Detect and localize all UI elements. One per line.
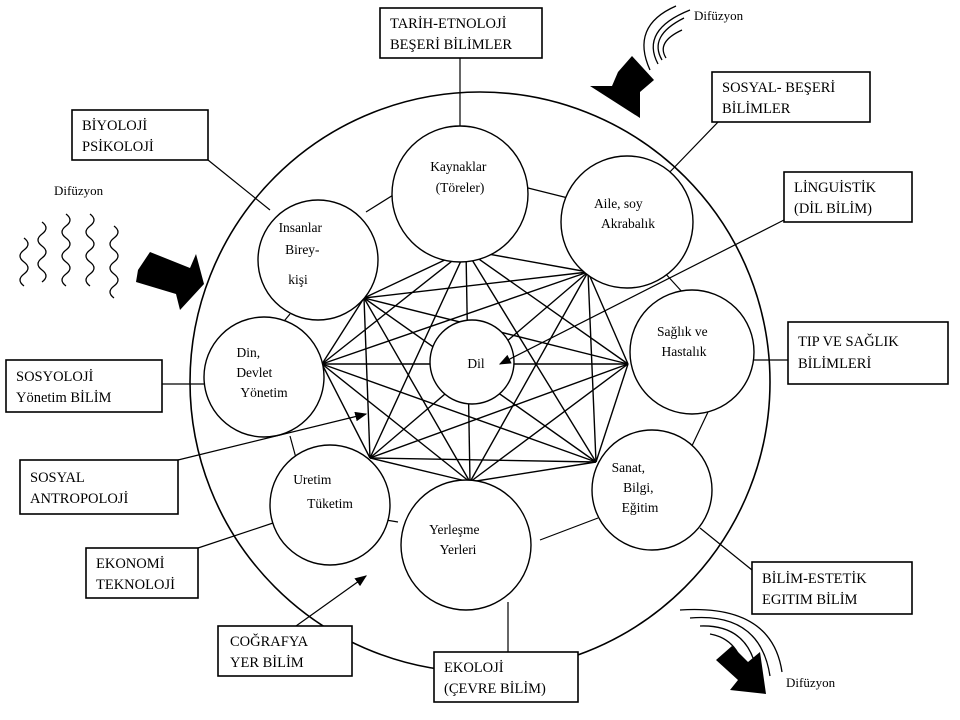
connector-sosyal-beseri — [665, 119, 721, 177]
nodes — [203, 125, 755, 611]
mesh-line — [363, 297, 371, 459]
mesh-line — [587, 271, 629, 365]
box-ekoloji: EKOLOJİ(ÇEVRE BİLİM) — [433, 651, 579, 703]
diffusion-arrow-icon — [716, 646, 766, 694]
node-label-aile: Aile, soy Akrabalık — [594, 196, 655, 231]
mesh-line — [469, 363, 629, 483]
diffusion-arrow-icon — [136, 252, 204, 310]
node-uretim — [269, 444, 391, 566]
node-kaynaklar — [391, 125, 529, 263]
diffusion-wave — [689, 616, 771, 677]
diffusion-wave — [679, 608, 783, 673]
svg-text:LİNGUİSTİK(DİL BİLİM): LİNGUİSTİK(DİL BİLİM) — [794, 180, 877, 217]
link-kaynaklar-aile — [527, 187, 569, 199]
node-sanat — [591, 429, 713, 551]
node-saglik — [629, 289, 755, 415]
mesh-line — [363, 297, 471, 483]
mesh-line — [369, 363, 629, 459]
mesh-line — [369, 249, 467, 459]
link-din-uretim — [289, 435, 297, 459]
diffusion-wave — [657, 17, 685, 61]
connector-bilim-estetik — [699, 527, 753, 571]
mesh-line — [321, 363, 471, 483]
pointer-arrows — [177, 219, 785, 627]
node-insanlar — [257, 199, 379, 321]
mesh-line — [469, 271, 589, 483]
node-label-uretim: Uretim Tüketim — [293, 472, 353, 511]
mesh-line — [369, 457, 471, 483]
mesh-line — [321, 297, 365, 365]
diffusion-arrow-icon — [590, 56, 654, 118]
diffusion-top-right: Difüzyon — [590, 5, 744, 118]
node-label-din: Din, Devlet Yönetim — [236, 345, 288, 400]
node-label-kaynaklar: Kaynaklar (Töreler) — [430, 159, 490, 195]
diffusion-left: Difüzyon — [19, 183, 204, 310]
diffusion-wave — [37, 221, 47, 283]
mesh-line — [369, 457, 597, 463]
connectors — [162, 58, 788, 652]
arrow-cografya — [295, 575, 367, 627]
diffusion-wave — [109, 225, 119, 299]
node-din — [203, 316, 325, 438]
svg-text:EKOLOJİ(ÇEVRE BİLİM): EKOLOJİ(ÇEVRE BİLİM) — [444, 660, 546, 697]
diffusion-wave — [61, 213, 71, 287]
mesh-line — [469, 461, 597, 483]
diffusion-bottom-right: Difüzyon — [679, 608, 836, 694]
mesh-line — [321, 363, 371, 459]
diffusion-wave — [643, 5, 677, 71]
mesh-line — [465, 249, 597, 463]
arrow-antropoloji — [177, 411, 368, 461]
diffusion-wave — [662, 29, 683, 59]
mesh-line — [587, 271, 597, 463]
mesh-line — [595, 363, 629, 463]
connector-ekonomi — [197, 521, 277, 549]
node-label-dil: Dil — [467, 356, 485, 371]
diffusion-wave — [19, 237, 29, 287]
diffusion-label: Difüzyon — [54, 183, 104, 198]
node-label-yerlesme: Yerleşme Yerleri — [429, 522, 483, 557]
node-label-insanlar: Insanlar Birey- kişi — [279, 220, 326, 287]
diffusion-wave — [85, 213, 95, 287]
node-yerlesme — [400, 479, 532, 611]
mesh-line — [321, 249, 467, 365]
node-labels: Kaynaklar (Töreler) Aile, soy Akrabalık … — [236, 159, 711, 557]
link-saglik-sanat — [689, 411, 709, 451]
node-label-sanat: Sanat, Bilgi, Eğitim — [612, 460, 659, 515]
diffusion-label: Difüzyon — [786, 675, 836, 690]
box-linguistik: LİNGUİSTİK(DİL BİLİM) — [783, 171, 913, 223]
arrow-linguistik-to-dil — [498, 219, 785, 365]
diffusion-label: Difüzyon — [694, 8, 744, 23]
diffusion-wave — [652, 9, 691, 65]
mesh-line — [363, 271, 589, 299]
connector-biyoloji — [207, 159, 271, 211]
node-aile — [560, 155, 694, 289]
node-label-saglik: Sağlık ve Hastalık — [657, 324, 711, 359]
node-dil — [429, 319, 515, 405]
link-sanat-yerlesme — [539, 517, 599, 541]
